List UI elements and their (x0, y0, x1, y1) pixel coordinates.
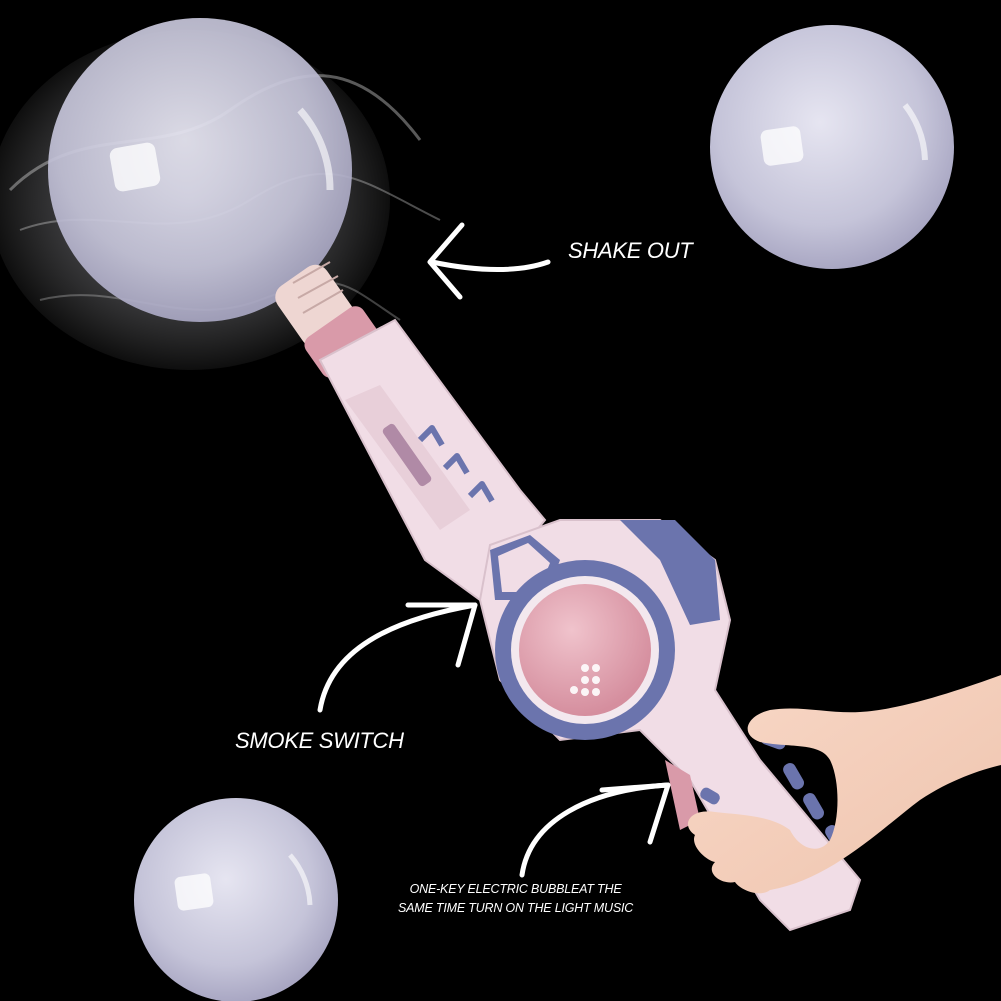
bubble-top-right (710, 25, 954, 269)
shake-out-label: SHAKE OUT (568, 238, 693, 263)
bubble-bottom-left (134, 798, 338, 1001)
one-key-electric-label: ONE-KEY ELECTRIC BUBBLEAT THE SAME TIME … (398, 880, 633, 918)
bubble-large (48, 18, 352, 322)
arrow-smoke-switch (317, 602, 478, 713)
arrow-shake-out (427, 222, 551, 300)
smoke-switch-button (519, 584, 651, 716)
arrow-one-key (519, 782, 671, 878)
one-key-label-line1: ONE-KEY ELECTRIC BUBBLEAT THE (409, 882, 622, 896)
gun-trigger (665, 760, 700, 830)
one-key-label-line2: SAME TIME TURN ON THE LIGHT MUSIC (398, 901, 634, 915)
hand (687, 675, 1001, 894)
smoke-switch-label: SMOKE SWITCH (235, 728, 404, 753)
